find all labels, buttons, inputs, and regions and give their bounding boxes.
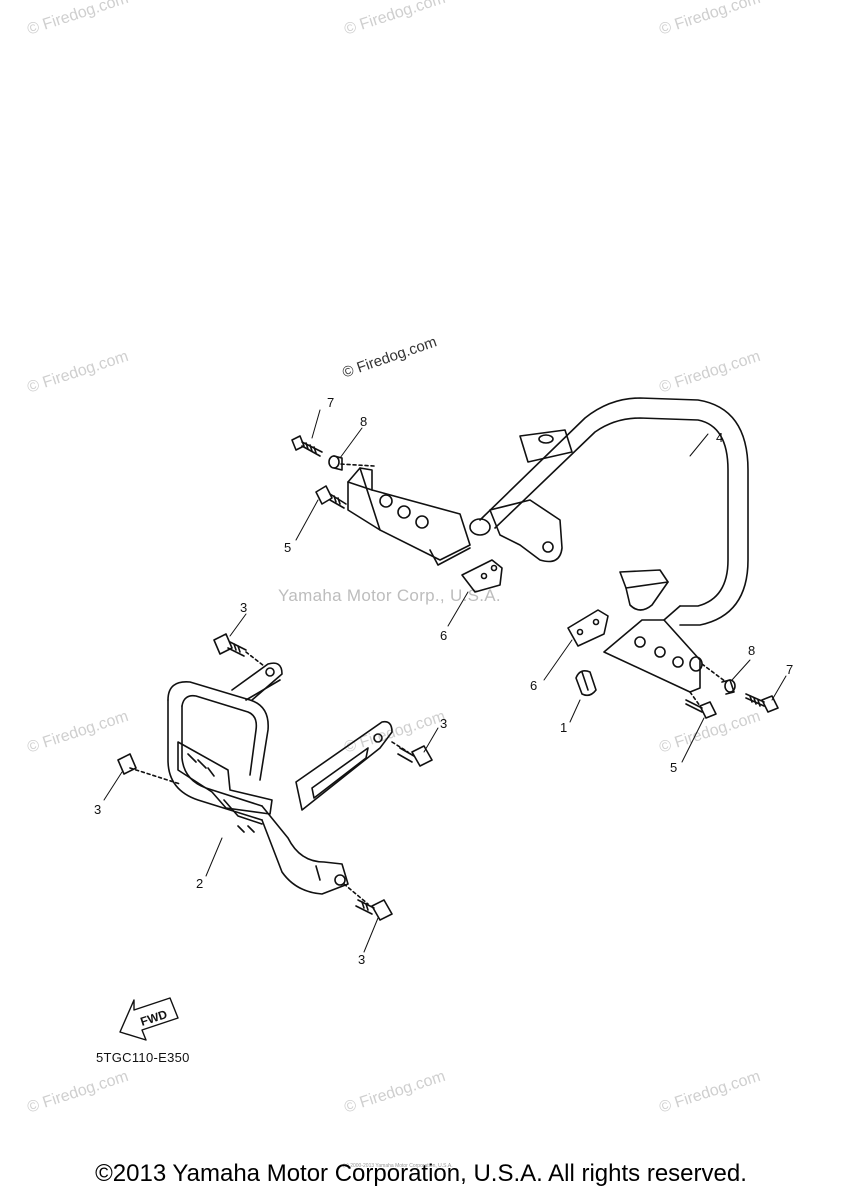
- plate-part-6-left: [461, 559, 503, 593]
- callout-5: 5: [284, 540, 292, 555]
- clip-nut-part-1: [575, 670, 597, 697]
- callout-4: 4: [716, 430, 724, 445]
- center-watermark: Yamaha Motor Corp., U.S.A.: [278, 586, 501, 605]
- bolt-part-3-bottom: [355, 899, 393, 921]
- callout-leader-lines: [103, 409, 787, 953]
- bolt-part-3-left: [117, 753, 137, 775]
- callout-8: 8: [748, 643, 756, 658]
- bolt-part-7-lower: [745, 693, 779, 713]
- diagram-code: 5TGC110-E350: [96, 1050, 190, 1065]
- collar-part-8-upper: [328, 455, 343, 471]
- collar-part-8-lower: [721, 679, 736, 695]
- callout-3: 3: [440, 716, 448, 731]
- bolt-part-5-upper: [315, 485, 347, 509]
- rear-guard-part-4: [339, 397, 749, 707]
- bolt-part-3-right: [397, 745, 433, 767]
- callout-1: 1: [560, 720, 568, 735]
- callout-3: 3: [240, 600, 248, 615]
- callout-3: 3: [94, 802, 102, 817]
- callout-6: 6: [440, 628, 448, 643]
- front-guard-part-2: [129, 651, 409, 905]
- callout-8: 8: [360, 414, 368, 429]
- bolt-part-5-lower: [685, 699, 717, 719]
- copyright-footer: ©2013 Yamaha Motor Corporation, U.S.A. A…: [95, 1160, 747, 1187]
- bolt-part-3-upper: [213, 633, 247, 657]
- callout-5: 5: [670, 760, 678, 775]
- callout-2: 2: [196, 876, 204, 891]
- plate-part-6-right: [567, 609, 609, 647]
- forward-arrow-icon: [119, 997, 179, 1041]
- bolt-part-7-upper: [291, 435, 323, 457]
- callout-6: 6: [530, 678, 538, 693]
- callout-7: 7: [327, 395, 335, 410]
- fine-print: (c) 2000-2013 Yamaha Motor Corporation, …: [343, 1163, 453, 1169]
- callout-7: 7: [786, 662, 794, 677]
- callout-3: 3: [358, 952, 366, 967]
